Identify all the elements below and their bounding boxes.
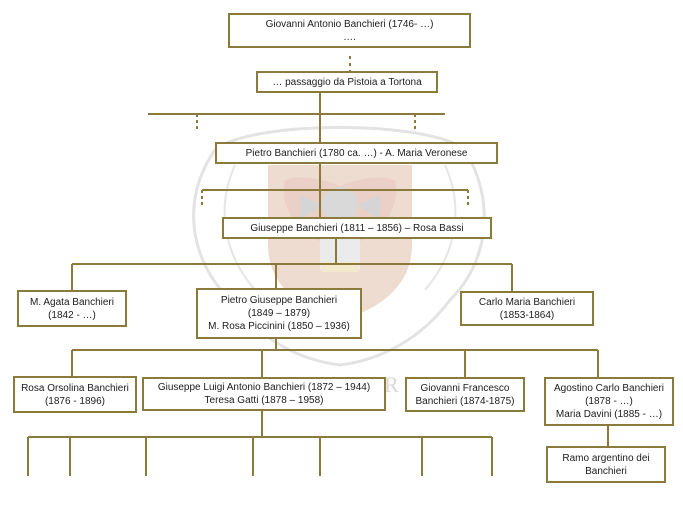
- node-carlo-maria: Carlo Maria Banchieri (1853-1864): [460, 291, 594, 326]
- node-ramo-line-2: Banchieri: [585, 465, 627, 477]
- node-giuseppe-luigi: Giuseppe Luigi Antonio Banchieri (1872 –…: [142, 377, 386, 411]
- node-pietro-giuseppe-line-2: (1849 – 1879): [247, 308, 311, 319]
- node-agata-line-1: M. Agata Banchieri: [30, 296, 114, 308]
- node-giovanni-francesco-line-1: Giovanni Francesco: [420, 382, 510, 394]
- node-rosa-orsolina: Rosa Orsolina Banchieri (1876 - 1896): [13, 376, 137, 413]
- node-ramo-line-1: Ramo argentino dei: [562, 452, 650, 464]
- node-giovanni-francesco: Giovanni Francesco Banchieri (1874-1875): [405, 377, 525, 412]
- node-rosa-orsolina-line-2: (1876 - 1896): [44, 395, 106, 407]
- node-ramo-argentino: Ramo argentino dei Banchieri: [546, 446, 666, 483]
- node-passaggio-line-1: … passaggio da Pistoia a Tortona: [272, 76, 422, 88]
- node-pietro-giuseppe-line-3: M. Rosa Piccinini (1850 – 1936): [208, 321, 350, 332]
- node-carlo-maria-line-2: (1853-1864): [499, 309, 555, 321]
- node-passaggio: … passaggio da Pistoia a Tortona: [256, 71, 438, 93]
- node-pietro-line-1: Pietro Banchieri (1780 ca. …) - A. Maria…: [245, 147, 468, 159]
- node-agostino-line-3: Maria Davini (1885 - …): [555, 409, 663, 420]
- node-pietro-giuseppe-line-1: Pietro Giuseppe Banchieri: [220, 295, 338, 306]
- node-agostino-line-1: Agostino Carlo Banchieri: [553, 383, 665, 394]
- node-agata: M. Agata Banchieri (1842 - …): [17, 290, 127, 327]
- node-giuseppe-line-1: Giuseppe Banchieri (1811 – 1856) – Rosa …: [250, 222, 464, 234]
- node-pietro-giuseppe: Pietro Giuseppe Banchieri (1849 – 1879) …: [196, 288, 362, 339]
- node-giovanni-antonio-line-2: ….: [343, 31, 356, 43]
- node-giuseppe: Giuseppe Banchieri (1811 – 1856) – Rosa …: [222, 217, 492, 239]
- node-giovanni-antonio-line-1: Giovanni Antonio Banchieri (1746- …): [265, 18, 434, 30]
- node-giuseppe-luigi-line-2: Teresa Gatti (1878 – 1958): [204, 395, 324, 406]
- node-carlo-maria-line-1: Carlo Maria Banchieri: [478, 296, 576, 308]
- node-giovanni-francesco-line-2: Banchieri (1874-1875): [415, 395, 515, 407]
- node-giuseppe-luigi-line-1: Giuseppe Luigi Antonio Banchieri (1872 –…: [157, 382, 371, 393]
- node-giovanni-antonio: Giovanni Antonio Banchieri (1746- …) ….: [228, 13, 471, 48]
- node-rosa-orsolina-line-1: Rosa Orsolina Banchieri: [21, 382, 129, 394]
- node-pietro: Pietro Banchieri (1780 ca. …) - A. Maria…: [215, 142, 498, 164]
- node-agostino-line-2: (1878 - …): [585, 396, 633, 407]
- node-agata-line-2: (1842 - …): [48, 309, 96, 321]
- node-agostino: Agostino Carlo Banchieri (1878 - …) Mari…: [544, 377, 674, 426]
- watermark-letter: R: [384, 372, 400, 397]
